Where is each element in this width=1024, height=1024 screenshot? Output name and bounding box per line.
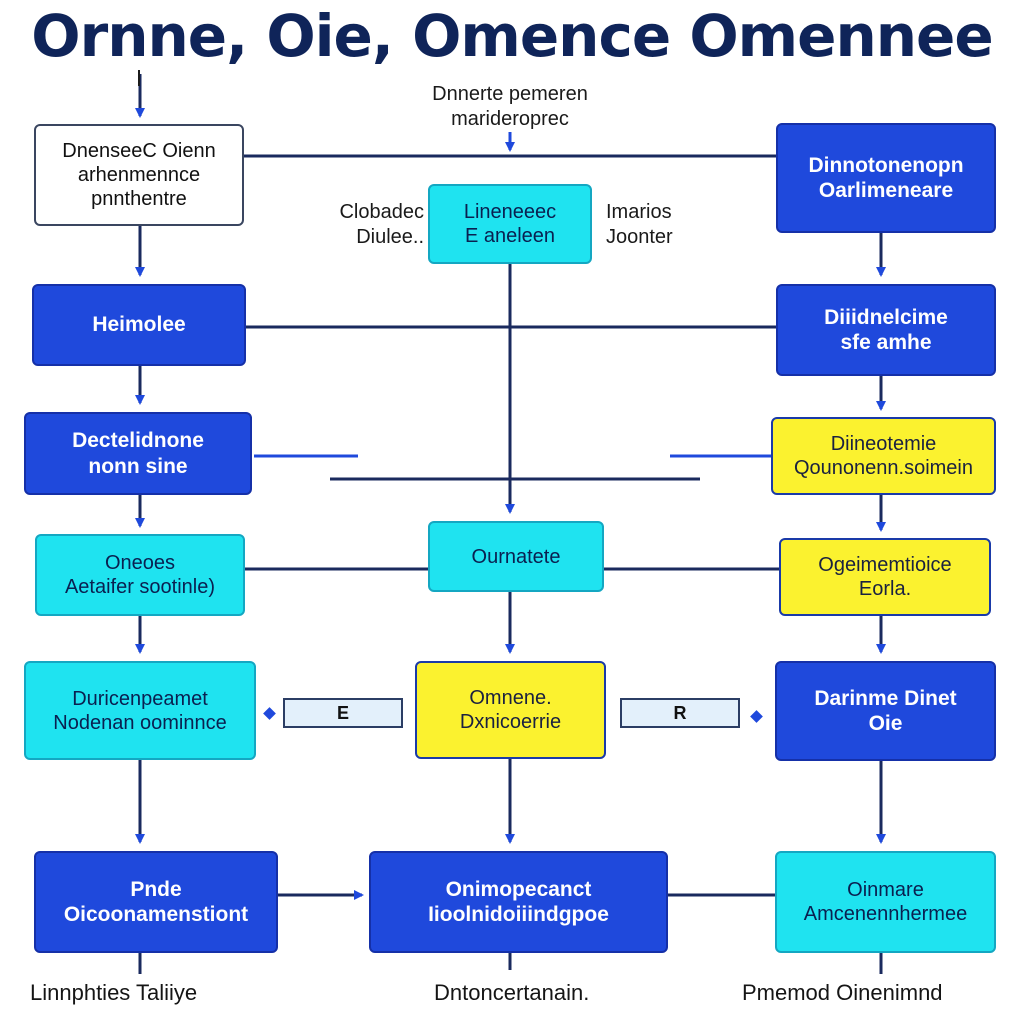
- footer-label-center: Dntoncertanain.: [434, 980, 590, 1005]
- node-text: Qounonenn.soimein: [793, 457, 973, 479]
- cursor-mark: [138, 70, 140, 86]
- node-center-4[interactable]: Onimopecanct Iioolnidoiiindgpoe: [369, 851, 668, 953]
- footer-label-right: Pmemod Oinenimnd: [742, 980, 943, 1005]
- small-box-right[interactable]: R: [620, 698, 740, 728]
- node-text: Ournatete: [471, 545, 561, 568]
- node-text: Darinme Dinet: [814, 686, 957, 710]
- node-text: arhenmennce: [77, 164, 201, 186]
- node-right-1[interactable]: Dinnotonenopn Oarlimeneare: [776, 123, 996, 233]
- side-label-line: Joonter: [606, 226, 673, 248]
- top-label-line: Dnnerte pemeren: [432, 83, 588, 105]
- node-left-2[interactable]: Heimolee: [32, 284, 246, 366]
- side-label-right: Imarios Joonter: [606, 200, 716, 250]
- node-text: Dxnicoerrie: [459, 711, 562, 733]
- side-label-left: Clobadec Diulee..: [318, 200, 424, 250]
- node-text: Oicoonamenstiont: [63, 903, 249, 926]
- node-text: Oie: [868, 712, 903, 735]
- diagram-title: Ornne, Oie, Omence Omennee: [31, 2, 993, 70]
- footer-label-left: Linnphties Taliiye: [30, 980, 198, 1005]
- node-text: Dinnotonenopn: [808, 153, 964, 177]
- node-text: Amcenennhermee: [803, 903, 968, 925]
- node-text: Ogeimemtioice: [818, 554, 952, 576]
- side-label-line: Diulee..: [356, 226, 424, 248]
- node-text: Duricenpeamet: [72, 687, 208, 710]
- node-right-4[interactable]: Ogeimemtioice Eorla.: [779, 538, 991, 616]
- node-text: Pnde: [130, 877, 182, 901]
- node-right-5[interactable]: Darinme Dinet Oie: [775, 661, 996, 761]
- node-text: sfe amhe: [840, 331, 932, 354]
- node-text: Diineotemie: [830, 433, 937, 455]
- node-right-6[interactable]: Oinmare Amcenennhermee: [775, 851, 996, 953]
- node-right-3[interactable]: Diineotemie Qounonenn.soimein: [771, 417, 996, 495]
- top-label: Dnnerte pemeren marideroprec: [400, 82, 620, 132]
- node-text: Nodenan oominnce: [53, 711, 227, 734]
- node-text: Diiidnelcime: [824, 305, 948, 329]
- node-text: Lineneeec: [463, 201, 557, 223]
- node-text: pnnthentre: [91, 188, 187, 210]
- node-text: Dectelidnone: [72, 429, 204, 453]
- node-text: nonn sine: [88, 454, 188, 478]
- node-text: Aetaifer sootinle): [64, 576, 216, 598]
- node-left-4[interactable]: Oneoes Aetaifer sootinle): [35, 534, 245, 616]
- node-left-3[interactable]: Dectelidnone nonn sine: [24, 412, 252, 495]
- node-left-6[interactable]: Pnde Oicoonamenstiont: [34, 851, 278, 953]
- node-text: Omnene.: [469, 687, 552, 709]
- node-text: Onimopecanct: [445, 877, 592, 901]
- node-text: Oinmare: [847, 879, 924, 901]
- node-left-5[interactable]: Duricenpeamet Nodenan oominnce: [24, 661, 256, 760]
- node-text: E aneleen: [464, 225, 556, 247]
- node-center-1[interactable]: Lineneeec E aneleen: [428, 184, 592, 264]
- node-text: DnenseeC Oienn: [62, 140, 216, 162]
- node-text: Oneoes: [104, 552, 176, 574]
- node-center-2[interactable]: Ournatete: [428, 521, 604, 592]
- node-right-2[interactable]: Diiidnelcime sfe amhe: [776, 284, 996, 376]
- node-text: Iioolnidoiiindgpoe: [428, 903, 609, 926]
- node-center-3[interactable]: Omnene. Dxnicoerrie: [415, 661, 606, 759]
- node-left-1[interactable]: DnenseeC Oienn arhenmennce pnnthentre: [34, 124, 244, 226]
- node-text: Heimolee: [92, 313, 186, 337]
- top-label-line: marideroprec: [451, 108, 569, 130]
- small-box-left[interactable]: E: [283, 698, 403, 728]
- side-label-line: Imarios: [606, 201, 672, 223]
- node-text: Oarlimeneare: [818, 179, 954, 202]
- side-label-line: Clobadec: [339, 201, 424, 223]
- node-text: Eorla.: [858, 578, 912, 600]
